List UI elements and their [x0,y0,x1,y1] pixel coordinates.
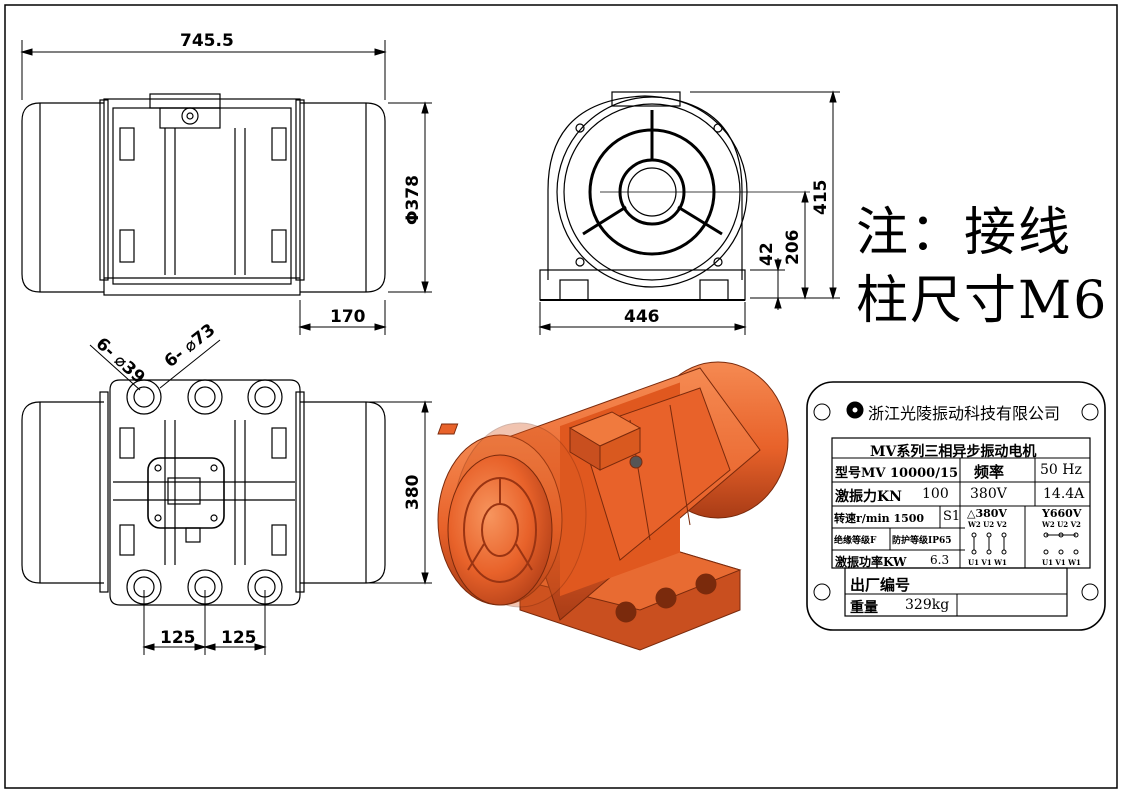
nameplate-serial-label: 出厂编号 [850,576,911,594]
nameplate-force-value: 100 [922,486,949,502]
dim-diameter [388,101,432,294]
left-cylinder [21,102,104,293]
nameplate-voltage: 380V [970,486,1007,502]
dim-overall-length [20,40,387,100]
note-line-2: 柱尺寸M6 [856,271,1109,331]
nameplate-insulation: 绝缘等级F [834,536,877,546]
motor-3d-render [437,361,789,651]
dim-label-diameter: Φ378 [403,175,423,225]
nameplate [806,381,1106,631]
wiring-diagram [971,532,1079,555]
note-line-1: 注：接线 [856,203,1073,263]
nameplate-model: 型号MV 10000/15 [835,466,959,481]
dim-base-width [538,302,747,335]
top-view [21,379,386,606]
dim-label-axis-height: 206 [783,230,803,266]
terminal-box [147,457,225,529]
nameplate-terminals-star-bottom: U1 V1 W1 [1042,558,1081,567]
dim-label-height: 415 [811,180,831,216]
nameplate-weight-value: 329kg [905,597,950,613]
right-cylinder [300,102,386,293]
nameplate-weight-label: 重量 [850,600,878,616]
nameplate-protection: 防护等级IP65 [892,536,952,546]
nameplate-company: 浙江光陵振动科技有限公司 [868,404,1061,423]
nameplate-terminals-delta-bottom: U1 V1 W1 [968,558,1007,567]
nameplate-title: MV系列三相异步振动电机 [870,444,1037,460]
nameplate-terminals-delta-top: W2 U2 V2 [968,520,1007,529]
dim-label-end-offset: 170 [330,307,366,327]
dim-label-base-thickness: 42 [757,242,777,266]
nameplate-force-label: 激振力KN [835,489,902,505]
side-view [21,93,386,296]
nameplate-power-value: 6.3 [930,553,950,567]
dim-base-thickness [750,258,785,310]
nameplate-delta: △380V [967,507,1007,520]
dim-hole-leaders [89,339,221,391]
nameplate-terminals-star-top: W2 U2 V2 [1042,520,1081,529]
nameplate-speed: 转速r/min 1500 [834,512,925,525]
dim-label-pitch-2: 125 [221,628,257,648]
dim-end-offset [298,300,387,335]
dim-label-pitch-1: 125 [160,628,196,648]
dim-base-depth [305,400,432,585]
nameplate-freq-value: 50 Hz [1040,462,1082,478]
dim-hole-pitch [142,590,267,655]
nameplate-duty: S1 [943,509,961,524]
dim-axis-height [801,190,809,300]
dim-label-base-width: 446 [624,307,660,327]
nameplate-freq-label: 频率 [974,463,1005,481]
end-view [539,91,810,301]
dim-label-length: 745.5 [180,31,234,51]
nameplate-power-label: 激振功率KW [835,555,907,569]
nameplate-current: 14.4A [1043,486,1085,502]
dim-label-base-depth: 380 [403,474,423,510]
dim-height [690,90,840,300]
page-border [4,4,1118,789]
nameplate-star: Y660V [1042,507,1082,520]
